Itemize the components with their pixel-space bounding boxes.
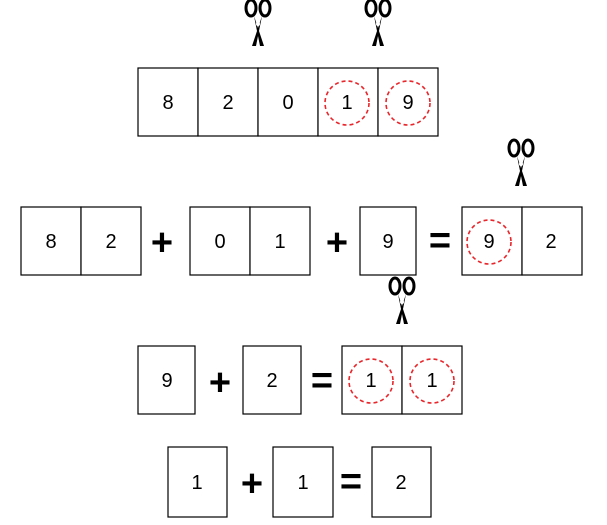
row-2: 8 2 + 0 1 + 9 = 9 2 bbox=[20, 138, 583, 276]
row-3: 9 + 2 = 1 1 bbox=[137, 276, 463, 415]
result-9-2: 9 2 bbox=[461, 206, 583, 276]
digit-text: 9 bbox=[382, 231, 393, 253]
scissors-icon bbox=[507, 138, 535, 188]
result-1-1: 1 1 bbox=[341, 345, 463, 415]
equals-sign: = bbox=[340, 461, 362, 503]
digit-text: 9 bbox=[402, 92, 413, 114]
digit-box-highlighted: 1 bbox=[317, 67, 379, 137]
plus-sign: + bbox=[151, 222, 173, 264]
plus-sign: + bbox=[241, 463, 263, 505]
digit-text: 1 bbox=[191, 472, 202, 494]
digit-text: 2 bbox=[105, 231, 116, 253]
digit-box: 2 bbox=[197, 67, 259, 137]
scissors-icon bbox=[364, 0, 392, 48]
digit-text: 1 bbox=[274, 231, 285, 253]
digit-box: 8 bbox=[137, 67, 199, 137]
scissors-icon bbox=[244, 0, 272, 48]
operand-1: 1 bbox=[167, 446, 228, 518]
row-4: 1 + 1 = 2 bbox=[167, 446, 432, 518]
digit-text: 8 bbox=[45, 231, 56, 253]
plus-sign: + bbox=[209, 362, 231, 404]
dashed-circle-highlight bbox=[409, 358, 455, 404]
digit-box: 0 bbox=[257, 67, 319, 137]
operand-9: 9 bbox=[359, 206, 417, 276]
digit-text: 0 bbox=[214, 231, 225, 253]
digit-text: 0 bbox=[282, 92, 293, 114]
operand-9: 9 bbox=[137, 345, 196, 415]
digit-text: 2 bbox=[222, 92, 233, 114]
operand-1: 1 bbox=[272, 446, 334, 518]
digit-box-highlighted: 9 bbox=[377, 67, 439, 137]
dashed-circle-highlight bbox=[348, 358, 394, 404]
digit-text: 1 bbox=[426, 370, 437, 392]
digit-text: 2 bbox=[266, 370, 277, 392]
equals-sign: = bbox=[311, 360, 333, 402]
digit-text: 1 bbox=[365, 370, 376, 392]
digit-text: 9 bbox=[161, 370, 172, 392]
digit-text: 9 bbox=[483, 231, 494, 253]
result-2: 2 bbox=[371, 446, 432, 518]
digit-text: 2 bbox=[395, 472, 406, 494]
equals-sign: = bbox=[429, 220, 451, 262]
digit-text: 2 bbox=[545, 231, 556, 253]
operand-0-1: 0 1 bbox=[189, 206, 311, 276]
digit-text: 1 bbox=[297, 472, 308, 494]
digit-text: 1 bbox=[341, 92, 352, 114]
dashed-circle-highlight bbox=[385, 80, 431, 126]
operand-8-2: 8 2 bbox=[20, 206, 142, 276]
digit-text: 8 bbox=[162, 92, 173, 114]
scissors-icon bbox=[388, 276, 416, 326]
row-1: 8 2 0 1 9 bbox=[137, 0, 439, 137]
dashed-circle-highlight bbox=[466, 219, 512, 265]
plus-sign: + bbox=[326, 222, 348, 264]
operand-2: 2 bbox=[242, 345, 302, 415]
dashed-circle-highlight bbox=[324, 80, 370, 126]
